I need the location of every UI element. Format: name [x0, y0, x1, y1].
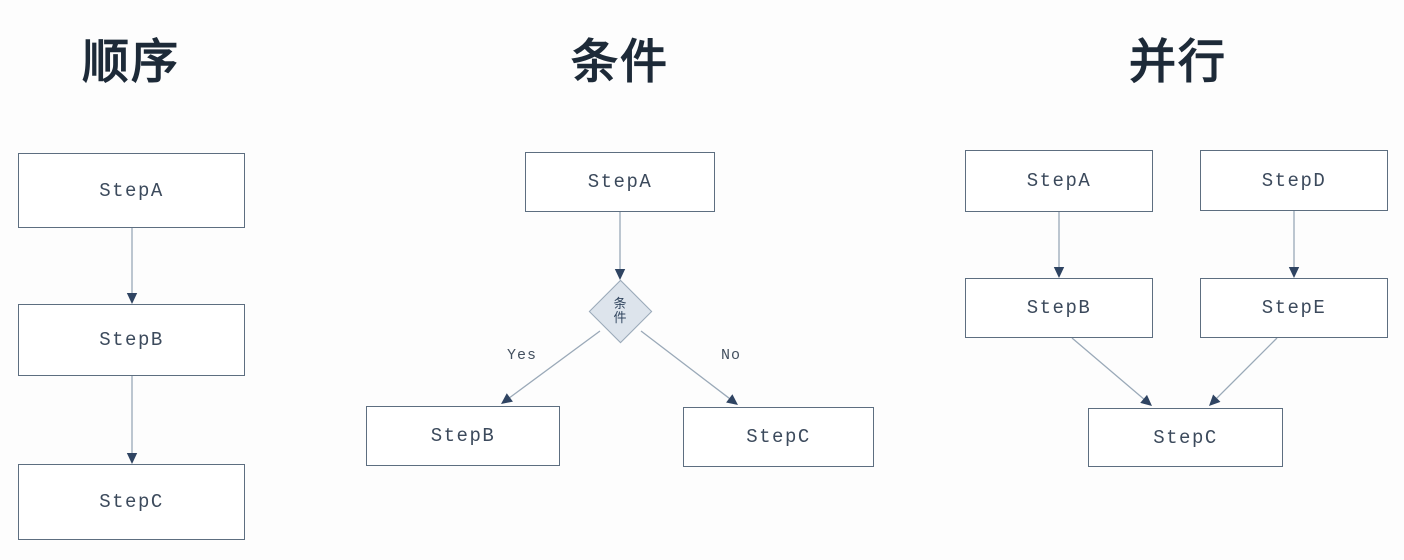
arrow-head-icon — [1053, 267, 1065, 278]
panel-title-sequential: 顺序 — [82, 35, 180, 88]
node-cond-a[interactable]: StepA — [525, 152, 715, 212]
decision-label-char: 件 — [613, 310, 627, 325]
node-seq-b[interactable]: StepB — [18, 304, 245, 376]
arrow-head-icon — [1288, 267, 1300, 278]
panel-title-parallel: 并行 — [1129, 35, 1227, 88]
edge-line — [509, 330, 601, 398]
panel-title-conditional: 条件 — [571, 35, 669, 88]
edge-label-cond-diamond-to-c: No — [721, 347, 742, 364]
decision-diamond-label: 条件 — [600, 291, 640, 331]
arrow-head-icon — [126, 453, 138, 464]
arrow-head-icon — [501, 393, 513, 404]
node-cond-c[interactable]: StepC — [683, 407, 874, 467]
arrow-head-icon — [1209, 394, 1221, 406]
arrow-head-icon — [726, 394, 738, 405]
node-seq-c[interactable]: StepC — [18, 464, 245, 540]
node-cond-b[interactable]: StepB — [366, 406, 560, 466]
arrow-head-icon — [1140, 394, 1152, 406]
decision-label-char: 条 — [613, 296, 627, 312]
node-seq-a[interactable]: StepA — [18, 153, 245, 228]
edge-line — [640, 330, 730, 399]
node-par-e[interactable]: StepE — [1200, 278, 1388, 338]
node-par-a[interactable]: StepA — [965, 150, 1153, 212]
edge-line — [1216, 337, 1278, 399]
node-par-c[interactable]: StepC — [1088, 408, 1283, 467]
edge-label-cond-diamond-to-b: Yes — [507, 347, 538, 364]
node-par-b[interactable]: StepB — [965, 278, 1153, 338]
node-par-d[interactable]: StepD — [1200, 150, 1388, 211]
edge-line — [1071, 337, 1145, 400]
arrow-head-icon — [126, 293, 138, 304]
